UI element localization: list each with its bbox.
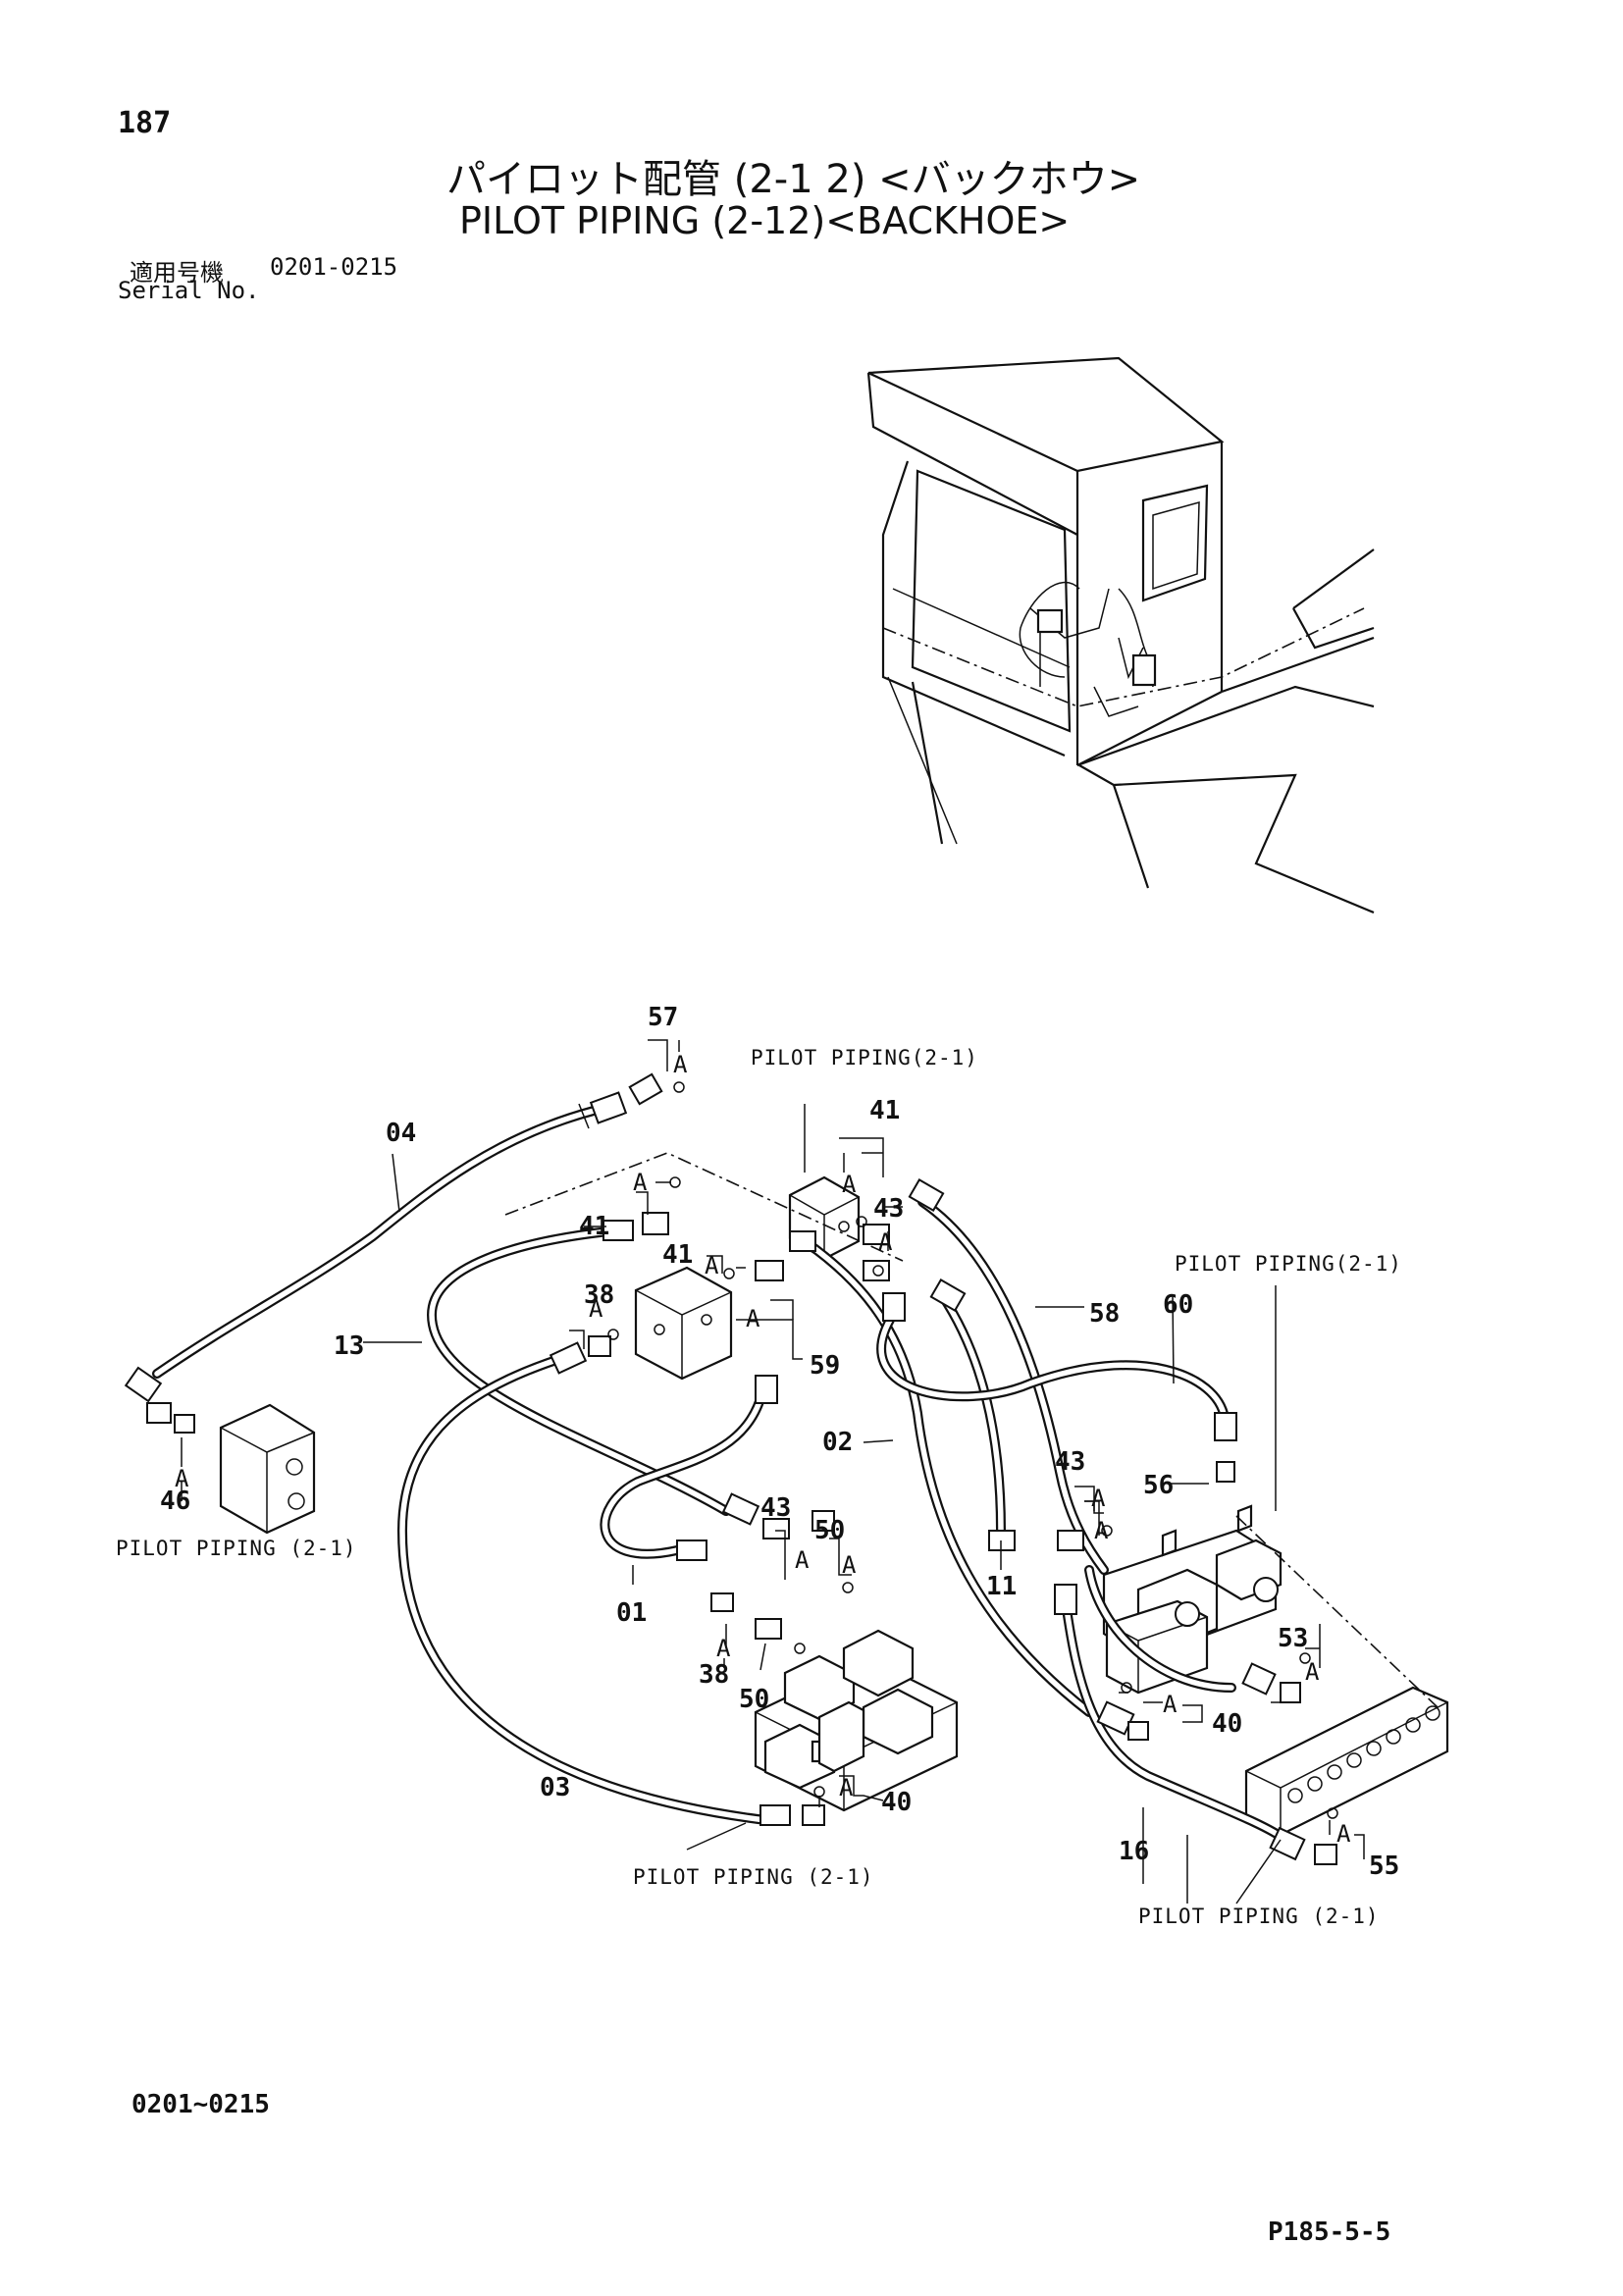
reference-label-pilot-piping-bottom-right: PILOT PIPING (2-1) <box>1138 1905 1380 1928</box>
detail-mark-a: A <box>1336 1820 1351 1848</box>
detail-mark-a: A <box>175 1465 189 1492</box>
detail-mark-a: A <box>633 1169 648 1196</box>
valve-block-left <box>219 1403 316 1535</box>
hose-11 <box>937 1290 1006 1536</box>
hose-label-60: 60 <box>1163 1290 1193 1320</box>
fittings <box>124 1072 1337 1865</box>
fitting-label-40-right: 40 <box>1212 1709 1242 1739</box>
distribution-manifold <box>1244 1686 1449 1837</box>
solenoid-valve-bank-right <box>1102 1504 1283 1695</box>
hose-16 <box>1060 1590 1290 1845</box>
fitting-label-55: 55 <box>1369 1852 1399 1881</box>
detail-mark-a: A <box>589 1295 603 1323</box>
detail-mark-a: A <box>842 1171 857 1198</box>
detail-mark-a: A <box>1094 1517 1109 1544</box>
hose-label-11: 11 <box>986 1572 1017 1601</box>
fitting-label-56: 56 <box>1143 1471 1174 1500</box>
detail-mark-a: A <box>1163 1691 1178 1718</box>
detail-marks: A A A A A A A A A A A A A A A A A <box>175 1051 1351 1848</box>
valve-block-center <box>634 1266 733 1381</box>
hose-label-04: 04 <box>386 1119 416 1148</box>
footer-serial-range: 0201~0215 <box>131 2090 270 2119</box>
fitting-label-41-center: 41 <box>662 1240 693 1270</box>
hose-01 <box>600 1390 766 1559</box>
page-number: 187 <box>118 106 172 140</box>
fitting-label-41-upper: 41 <box>579 1212 609 1241</box>
fitting-label-38-upper: 38 <box>584 1280 614 1310</box>
detail-mark-a: A <box>746 1305 760 1332</box>
machine-location-view <box>866 356 1375 914</box>
hose-label-02: 02 <box>822 1428 853 1457</box>
detail-mark-a: A <box>839 1774 854 1801</box>
hose-02 <box>800 1236 1094 1717</box>
fitting-label-38-lower: 38 <box>699 1660 729 1690</box>
fitting-label-41-right: 41 <box>869 1096 900 1125</box>
hose-13 <box>426 1226 731 1516</box>
hose-label-16: 16 <box>1119 1837 1149 1866</box>
reference-label-pilot-piping-left: PILOT PIPING (2-1) <box>116 1537 357 1560</box>
fitting-label-57: 57 <box>648 1003 678 1032</box>
page-title-japanese: パイロット配管 (2-1 2) <バックホウ> <box>446 157 1141 202</box>
fitting-label-46: 46 <box>160 1487 190 1516</box>
hose-label-03: 03 <box>540 1773 570 1802</box>
hose-label-58: 58 <box>1089 1299 1120 1329</box>
fitting-label-43-right: 43 <box>1055 1447 1085 1477</box>
manifold-block-lower-center <box>817 1700 865 1773</box>
detail-mark-a: A <box>842 1551 857 1579</box>
centerline-right <box>1235 1515 1439 1708</box>
hose-60 <box>876 1310 1230 1423</box>
page-code: P185-5-5 <box>1268 2218 1391 2247</box>
hose-04 <box>152 1106 599 1379</box>
fitting-label-53: 53 <box>1278 1624 1308 1653</box>
hose-lower-right <box>1084 1565 1236 1693</box>
fitting-label-43-upper: 43 <box>873 1194 904 1224</box>
leader-lines <box>181 1039 1365 1905</box>
serial-label-english: Serial No. <box>118 277 260 304</box>
detail-mark-a: A <box>1305 1658 1320 1686</box>
fitting-label-40-lower: 40 <box>881 1788 912 1817</box>
page-title-english: PILOT PIPING (2-12)<BACKHOE> <box>459 199 1071 242</box>
reference-label-pilot-piping-top: PILOT PIPING(2-1) <box>751 1046 978 1070</box>
fitting-label-59: 59 <box>810 1351 840 1381</box>
reference-label-pilot-piping-right: PILOT PIPING(2-1) <box>1175 1252 1402 1276</box>
serial-label-japanese: 適用号機 <box>130 259 224 287</box>
detail-mark-a: A <box>795 1546 810 1574</box>
detail-mark-a: A <box>705 1252 719 1279</box>
hose-label-13: 13 <box>334 1331 364 1361</box>
detail-mark-a: A <box>673 1051 688 1078</box>
fitting-label-43-center: 43 <box>760 1493 791 1523</box>
centerline-upper <box>504 1152 904 1262</box>
detail-mark-a: A <box>716 1635 731 1662</box>
hose-label-01: 01 <box>616 1598 647 1628</box>
reference-label-pilot-piping-bottom: PILOT PIPING (2-1) <box>633 1865 874 1889</box>
detail-mark-a: A <box>878 1228 893 1256</box>
fitting-label-50-lower: 50 <box>739 1685 769 1714</box>
serial-range: 0201-0215 <box>270 253 398 281</box>
fitting-label-50-upper: 50 <box>814 1516 845 1545</box>
hose-03 <box>396 1354 770 1825</box>
detail-mark-a: A <box>1091 1485 1106 1512</box>
